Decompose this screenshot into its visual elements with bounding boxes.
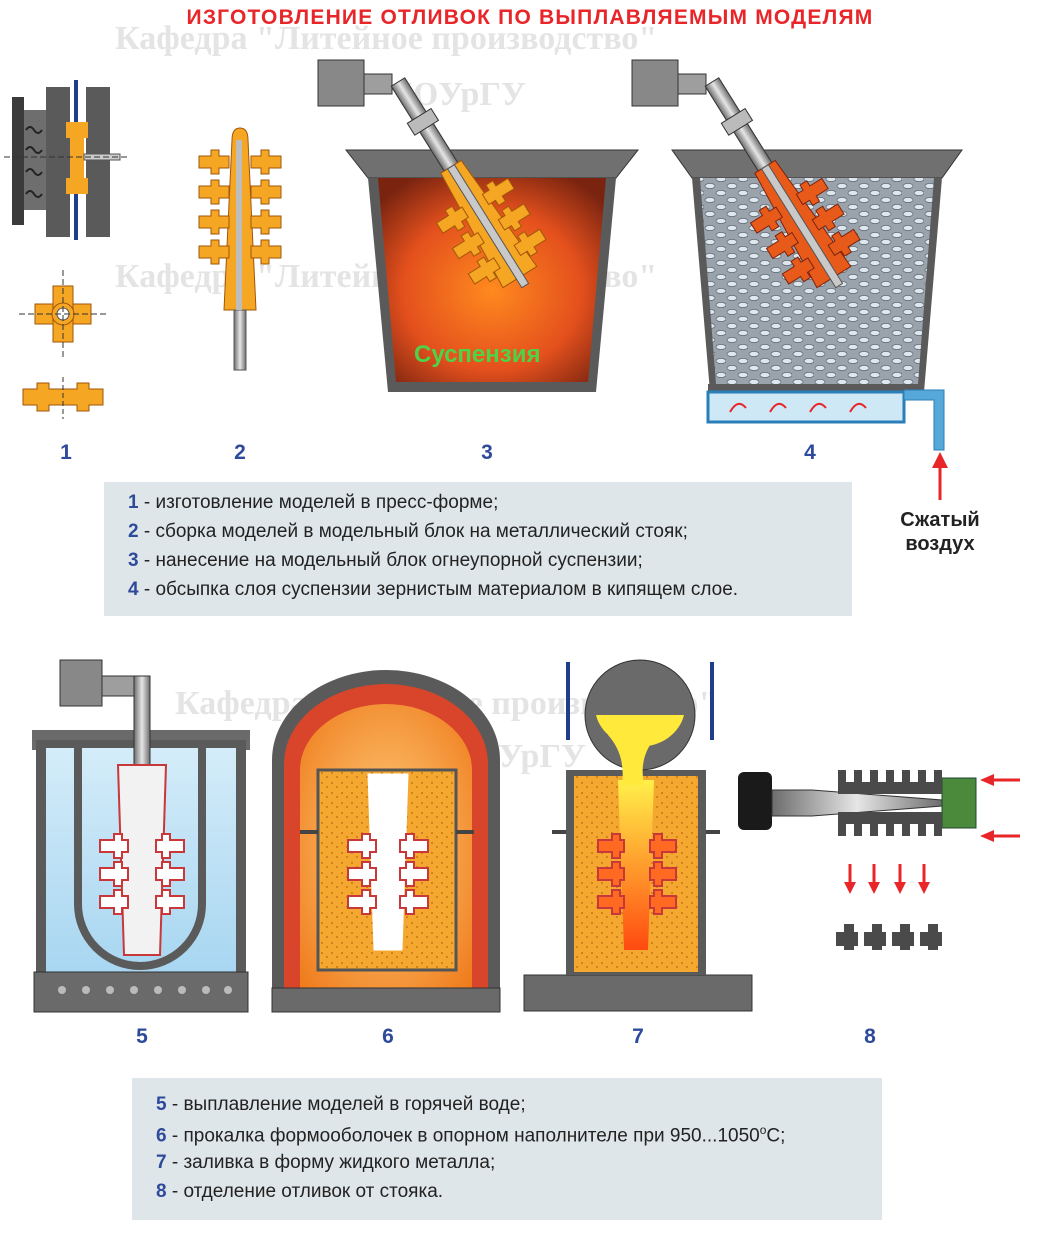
legend-item-text: - выплавление моделей в горячей воде; (166, 1094, 526, 1115)
step-number-7: 7 (632, 1025, 644, 1048)
legend-steps-1-4: 1 - изготовление моделей в пресс-форме; … (104, 482, 852, 616)
degree-superscript: o (759, 1123, 767, 1137)
legend-item-number: 8 (156, 1181, 167, 1202)
legend-item-text: - отделение отливок от стояка. (166, 1181, 444, 1202)
legend-item: 6 - прокалка формооболочек в опорном нап… (156, 1123, 785, 1147)
legend-item-number: 4 (128, 579, 139, 600)
legend-item: 4 - обсыпка слоя суспензии зернистым мат… (128, 579, 738, 601)
air-label-line2: воздух (905, 533, 975, 555)
step-number-4: 4 (804, 441, 816, 464)
furnace-figure (271, 670, 501, 1013)
legend-steps-5-8: 5 - выплавление моделей в горячей воде; … (132, 1078, 882, 1220)
legend-item-number: 5 (156, 1094, 167, 1115)
hot-water-figure (32, 659, 250, 1013)
step-number-8: 8 (864, 1025, 876, 1048)
legend-item: 8 - отделение отливок от стояка. (156, 1181, 443, 1203)
legend-item-number: 7 (156, 1152, 167, 1173)
legend-item-text: - заливка в форму жидкого металла; (166, 1152, 496, 1173)
legend-item-text: - обсыпка слоя суспензии зернистым матер… (138, 579, 739, 600)
legend-item: 7 - заливка в форму жидкого металла; (156, 1152, 495, 1174)
step-number-2: 2 (234, 441, 246, 464)
page-title: ИЗГОТОВЛЕНИЕ ОТЛИВОК ПО ВЫПЛАВЛЯЕМЫМ МОД… (186, 6, 874, 29)
legend-item-number: 1 (128, 492, 139, 513)
step-number-6: 6 (382, 1025, 394, 1048)
pouring-figure (523, 659, 753, 1012)
legend-item: 1 - изготовление моделей в пресс-форме; (128, 492, 498, 514)
step-number-5: 5 (136, 1025, 148, 1048)
legend-item-text-tail: C; (766, 1125, 786, 1147)
slurry-dip-figure (317, 59, 640, 392)
model-block-figure (198, 127, 282, 371)
suspension-label: Суспензия (414, 341, 541, 368)
air-label-line1: Сжатый (900, 509, 980, 531)
legend-item: 3 - нанесение на модельный блок огнеупор… (128, 550, 643, 572)
press-mould-figure (4, 80, 130, 419)
step-number-1: 1 (60, 441, 72, 464)
watermark-text: Кафедра "Литейное производство" (115, 20, 658, 57)
step-number-3: 3 (481, 441, 493, 464)
legend-item-text: - изготовление моделей в пресс-форме; (138, 492, 499, 513)
compressed-air-label: Сжатый воздух (880, 508, 1000, 556)
legend-item-number: 2 (128, 521, 139, 542)
legend-item-text: - нанесение на модельный блок огнеупорно… (138, 550, 643, 571)
legend-item: 2 - сборка моделей в модельный блок на м… (128, 521, 688, 543)
legend-item-number: 6 (156, 1125, 167, 1147)
legend-item: 5 - выплавление моделей в горячей воде; (156, 1094, 526, 1116)
legend-item-text: - прокалка формооболочек в опорном напол… (166, 1125, 760, 1147)
fluidized-bed-figure (631, 59, 963, 500)
legend-item-text: - сборка моделей в модельный блок на мет… (138, 521, 688, 542)
legend-item-number: 3 (128, 550, 139, 571)
separation-figure (738, 770, 1020, 950)
